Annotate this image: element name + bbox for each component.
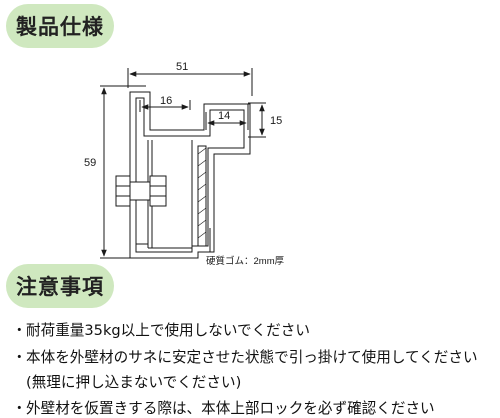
section-title-caution-text: 注意事項	[16, 275, 104, 299]
note-text: 本体を外壁材のサネに安定させた状態で引っ掛けて使用してください	[26, 349, 478, 366]
bracket-technical-drawing: 51 59 16 14 15 硬質ゴム：2mm厚	[84, 61, 285, 267]
note-bullet: ・	[12, 400, 27, 417]
bracket-outer-profile	[129, 91, 251, 259]
dim-width-text: 51	[176, 61, 188, 73]
section-title-spec: 製品仕様	[6, 4, 114, 48]
caution-note-2-sub: (無理に押し込まないでください)	[12, 371, 241, 392]
bolt-head	[115, 175, 131, 207]
bolt-nut	[149, 175, 167, 207]
caution-note-2: ・本体を外壁材のサネに安定させた状態で引っ掛けて使用してください	[12, 346, 478, 367]
bolt-shaft	[129, 181, 151, 201]
note-text: (無理に押し込まないでください)	[26, 374, 242, 391]
note-bullet: ・	[12, 322, 27, 339]
section-title-spec-text: 製品仕様	[16, 15, 104, 39]
material-note-text: 硬質ゴム：2mm厚	[206, 255, 285, 267]
dim-15-text: 15	[270, 115, 282, 127]
bolt	[115, 175, 167, 207]
dim-14-text: 14	[218, 110, 230, 122]
note-text: 外壁材を仮置きする際は、本体上部ロックを必ず確認ください	[26, 400, 435, 417]
rubber-pad-hatch	[197, 147, 207, 239]
dim-height-text: 59	[84, 157, 96, 169]
note-text: 耐荷重量35kg以上で使用しないでください	[26, 322, 310, 339]
section-title-caution: 注意事項	[6, 264, 114, 308]
dim-16-text: 16	[160, 95, 172, 107]
caution-note-3: ・外壁材を仮置きする際は、本体上部ロックを必ず確認ください	[12, 397, 435, 418]
caution-note-1: ・耐荷重量35kg以上で使用しないでください	[12, 319, 310, 340]
note-bullet: ・	[12, 349, 27, 366]
